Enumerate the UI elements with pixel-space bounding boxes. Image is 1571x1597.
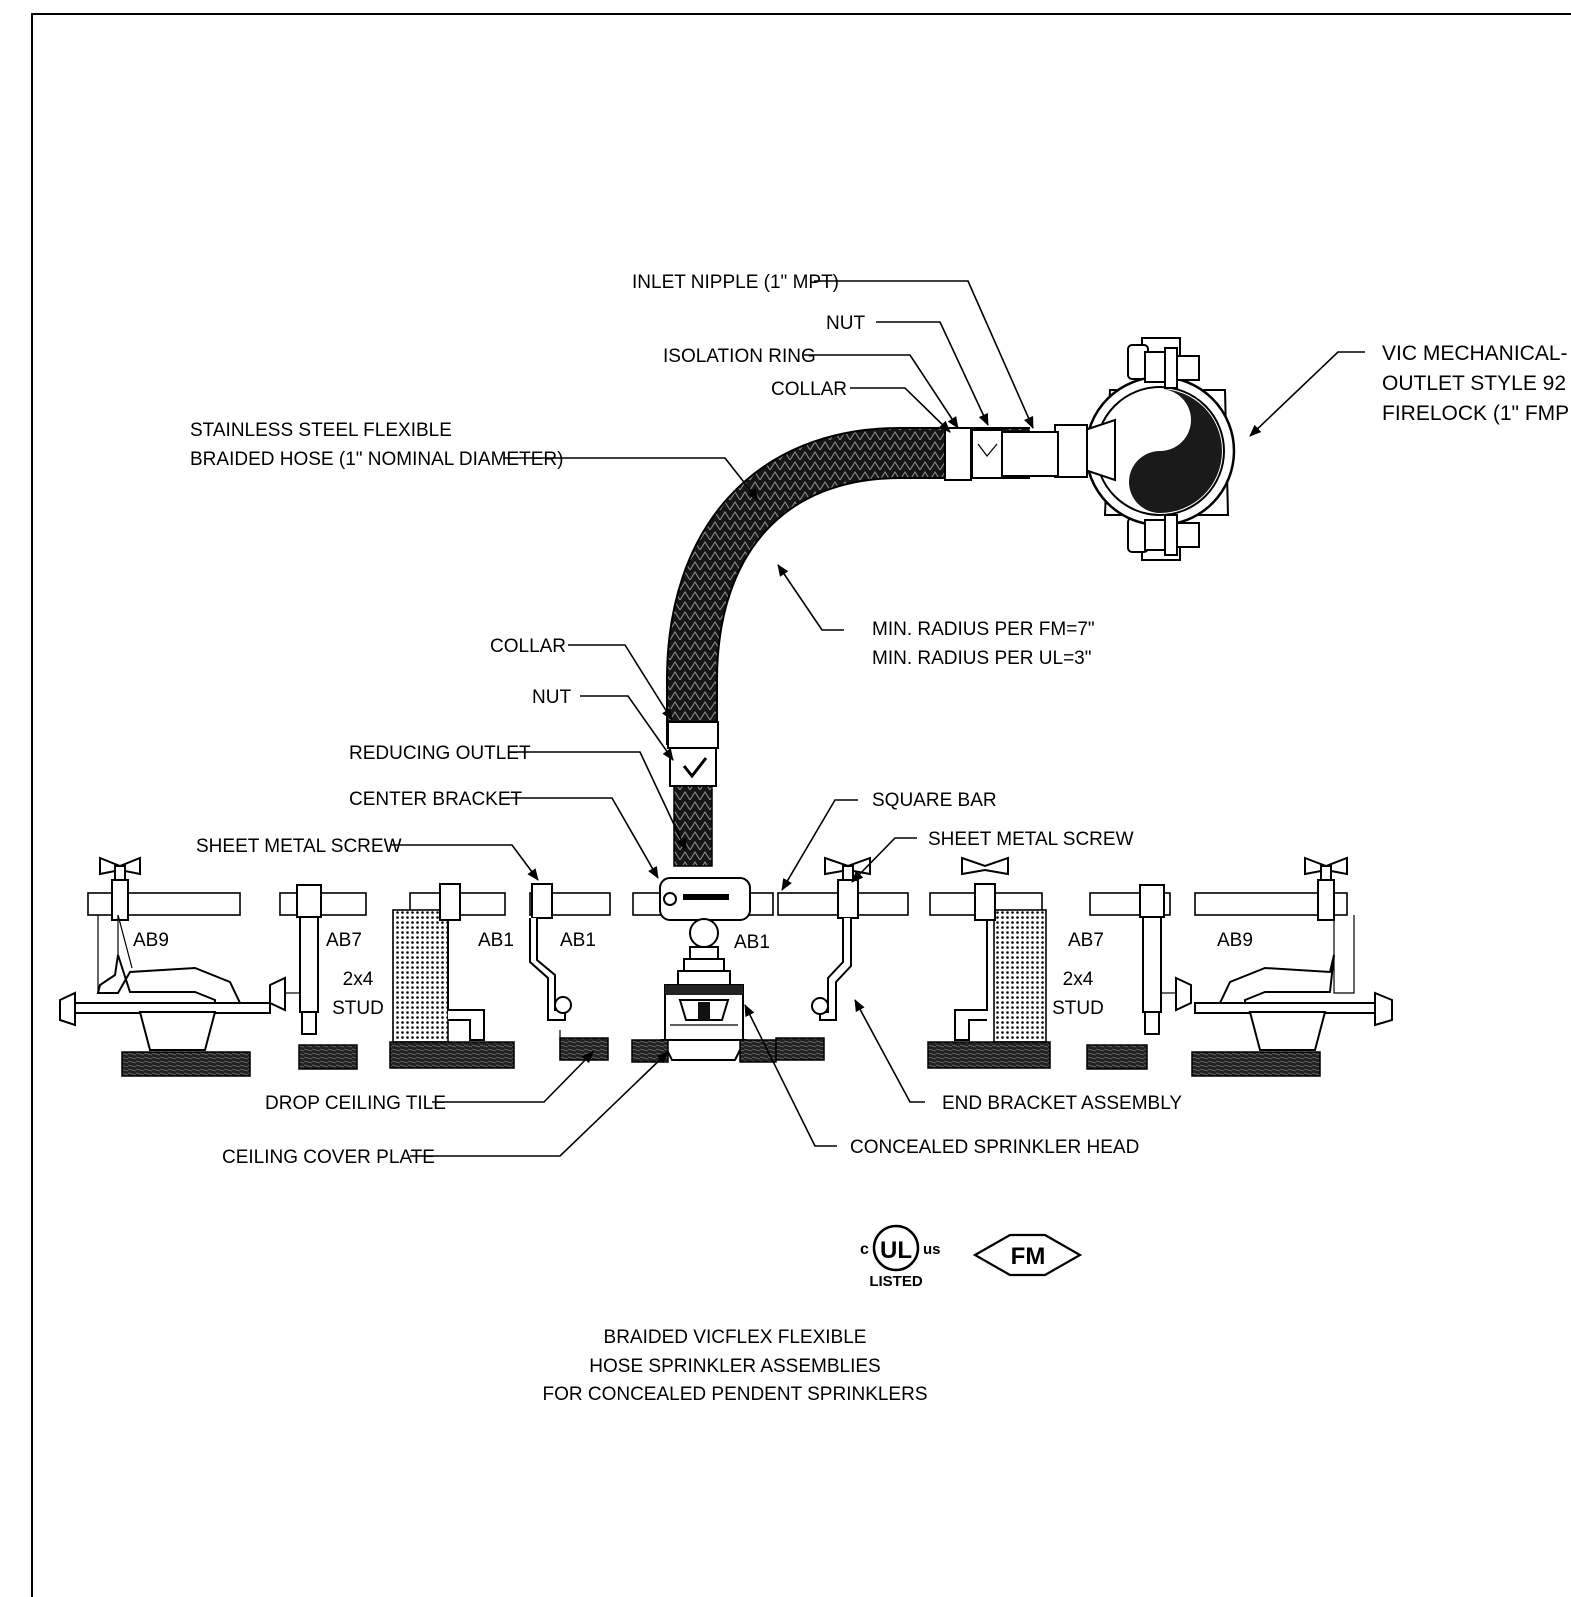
bracket-ab1-b xyxy=(529,883,609,1061)
tag-ab1-b: AB1 xyxy=(560,930,596,951)
bracket-ab7-left xyxy=(269,884,358,1070)
vic-mechanical-outlet xyxy=(1054,337,1236,561)
label-end-bracket-assembly: END BRACKET ASSEMBLY xyxy=(942,1093,1182,1114)
caption-line3: FOR CONCEALED PENDENT SPRINKLERS xyxy=(542,1384,927,1405)
drawing-caption: BRAIDED VICFLEX FLEXIBLE HOSE SPRINKLER … xyxy=(542,1327,927,1405)
tag-stud-right-line1: 2x4 xyxy=(1063,969,1094,990)
tag-ab9-left: AB9 xyxy=(133,930,169,951)
label-center-bracket: CENTER BRACKET xyxy=(349,789,523,810)
top-fittings xyxy=(944,427,1059,481)
label-braided-hose-line2: BRAIDED HOSE (1" NOMINAL DIAMETER) xyxy=(190,449,563,470)
label-braided-hose-line1: STAINLESS STEEL FLEXIBLE xyxy=(190,420,452,441)
label-concealed-sprinkler-head: CONCEALED SPRINKLER HEAD xyxy=(850,1137,1139,1158)
label-ceiling-cover-plate: CEILING COVER PLATE xyxy=(222,1147,435,1168)
bracket-ab9-right xyxy=(1191,856,1393,1077)
ul-listed-text: LISTED xyxy=(869,1273,923,1290)
label-square-bar: SQUARE BAR xyxy=(872,790,997,811)
stud-left xyxy=(389,883,515,1069)
callout-labels: INLET NIPPLE (1" MPT) NUT ISOLATION RING… xyxy=(190,272,1569,1168)
bracket-tags: AB9 AB7 2x4 STUD AB1 AB1 AB1 AB7 2x4 STU… xyxy=(133,930,1253,1019)
tag-stud-right-line2: STUD xyxy=(1052,998,1104,1019)
label-inlet-nipple: INLET NIPPLE (1" MPT) xyxy=(632,272,839,293)
label-collar-top: COLLAR xyxy=(771,379,847,400)
label-collar-bottom: COLLAR xyxy=(490,636,566,657)
label-reducing-outlet: REDUCING OUTLET xyxy=(349,743,531,764)
tag-ab1-center: AB1 xyxy=(734,932,770,953)
label-min-radius-fm: MIN. RADIUS PER FM=7" xyxy=(872,619,1095,640)
bottom-fittings xyxy=(667,721,719,867)
center-bracket xyxy=(659,877,751,986)
ul-listed-mark: c UL us LISTED xyxy=(860,1224,941,1290)
end-bracket-assembly xyxy=(775,856,871,1061)
label-min-radius-ul: MIN. RADIUS PER UL=3" xyxy=(872,648,1092,669)
sheet-border xyxy=(31,13,1571,1597)
label-nut-bottom: NUT xyxy=(532,687,571,708)
fm-approved-mark: FM xyxy=(972,1233,1083,1277)
tag-ab7-right: AB7 xyxy=(1068,930,1104,951)
label-vic-outlet-line2: OUTLET STYLE 92 xyxy=(1382,372,1566,395)
concealed-sprinkler-head xyxy=(660,984,747,1061)
leader-lines xyxy=(390,280,1365,1157)
label-nut-top: NUT xyxy=(826,313,865,334)
tag-ab7-left: AB7 xyxy=(326,930,362,951)
label-sheet-metal-screw-left: SHEET METAL SCREW xyxy=(196,836,402,857)
ul-us-text: us xyxy=(923,1241,941,1258)
stud-right xyxy=(927,856,1051,1069)
label-drop-ceiling-tile: DROP CEILING TILE xyxy=(265,1093,446,1114)
ul-c-text: c xyxy=(860,1241,869,1258)
caption-line1: BRAIDED VICFLEX FLEXIBLE xyxy=(604,1327,867,1348)
label-vic-outlet-line3: FIRELOCK (1" FMP xyxy=(1382,402,1569,425)
bracket-ab9-left xyxy=(59,856,271,1077)
bracket-ab7-right xyxy=(1086,884,1192,1070)
fm-text: FM xyxy=(1011,1243,1046,1270)
label-sheet-metal-screw-right: SHEET METAL SCREW xyxy=(928,829,1134,850)
label-vic-outlet-line1: VIC MECHANICAL- xyxy=(1382,342,1568,365)
tag-stud-left-line2: STUD xyxy=(332,998,384,1019)
label-isolation-ring: ISOLATION RING xyxy=(663,346,816,367)
caption-line2: HOSE SPRINKLER ASSEMBLIES xyxy=(589,1356,880,1377)
tag-ab1-a: AB1 xyxy=(478,930,514,951)
ul-mark-text: UL xyxy=(880,1237,912,1264)
tag-ab9-right: AB9 xyxy=(1217,930,1253,951)
tag-stud-left-line1: 2x4 xyxy=(343,969,374,990)
